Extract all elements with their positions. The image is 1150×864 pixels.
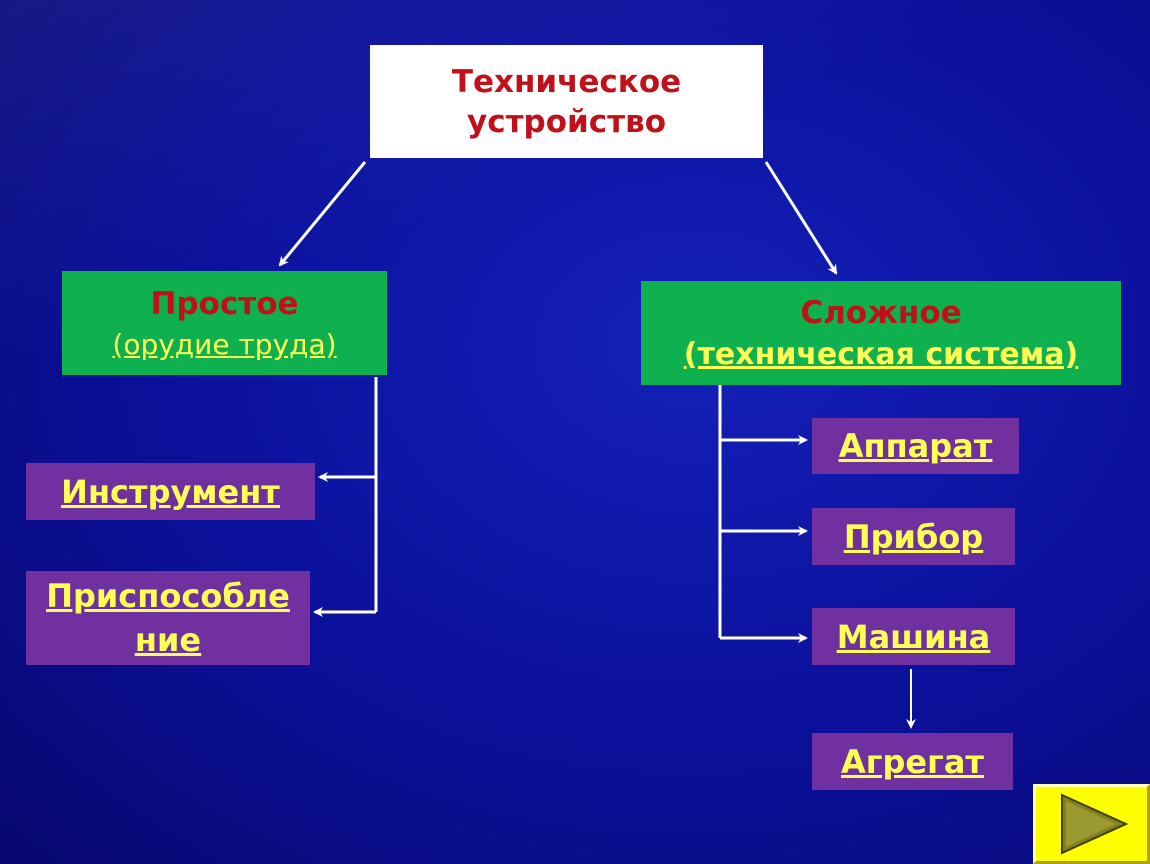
arrow-root-to-complex <box>764 161 838 275</box>
agregat-label: Агрегат <box>841 742 984 781</box>
agregat-link[interactable]: Агрегат <box>812 733 1013 790</box>
mashina-link[interactable]: Машина <box>812 608 1015 665</box>
complex-subtitle-link[interactable]: (техническая система) <box>683 336 1079 372</box>
simple-title: Простое <box>150 285 299 322</box>
complex-node: Сложное (техническая система) <box>641 281 1121 385</box>
pribor-link[interactable]: Прибор <box>812 508 1015 565</box>
root-title-line2: устройство <box>466 103 667 140</box>
prisp-link[interactable]: Приспособле ние <box>26 571 310 665</box>
apparat-label: Аппарат <box>838 427 993 465</box>
next-slide-button[interactable] <box>1033 784 1150 864</box>
mashina-label: Машина <box>836 617 991 656</box>
root-title-line1: Техническое <box>451 63 682 100</box>
play-triangle-icon <box>1061 793 1129 855</box>
apparat-link[interactable]: Аппарат <box>812 418 1019 474</box>
arrow-root-to-simple <box>278 161 367 267</box>
pribor-label: Прибор <box>843 517 984 556</box>
prisp-label-line1: Приспособле <box>46 577 290 615</box>
root-node: Техническое устройство <box>370 45 763 158</box>
simple-node: Простое (орудие труда) <box>62 271 387 375</box>
instrument-label: Инструмент <box>61 472 280 511</box>
simple-subtitle-link[interactable]: (орудие труда) <box>112 327 337 361</box>
complex-title: Сложное <box>800 294 962 331</box>
instrument-link[interactable]: Инструмент <box>26 463 315 520</box>
prisp-label-line2: ние <box>134 621 202 659</box>
